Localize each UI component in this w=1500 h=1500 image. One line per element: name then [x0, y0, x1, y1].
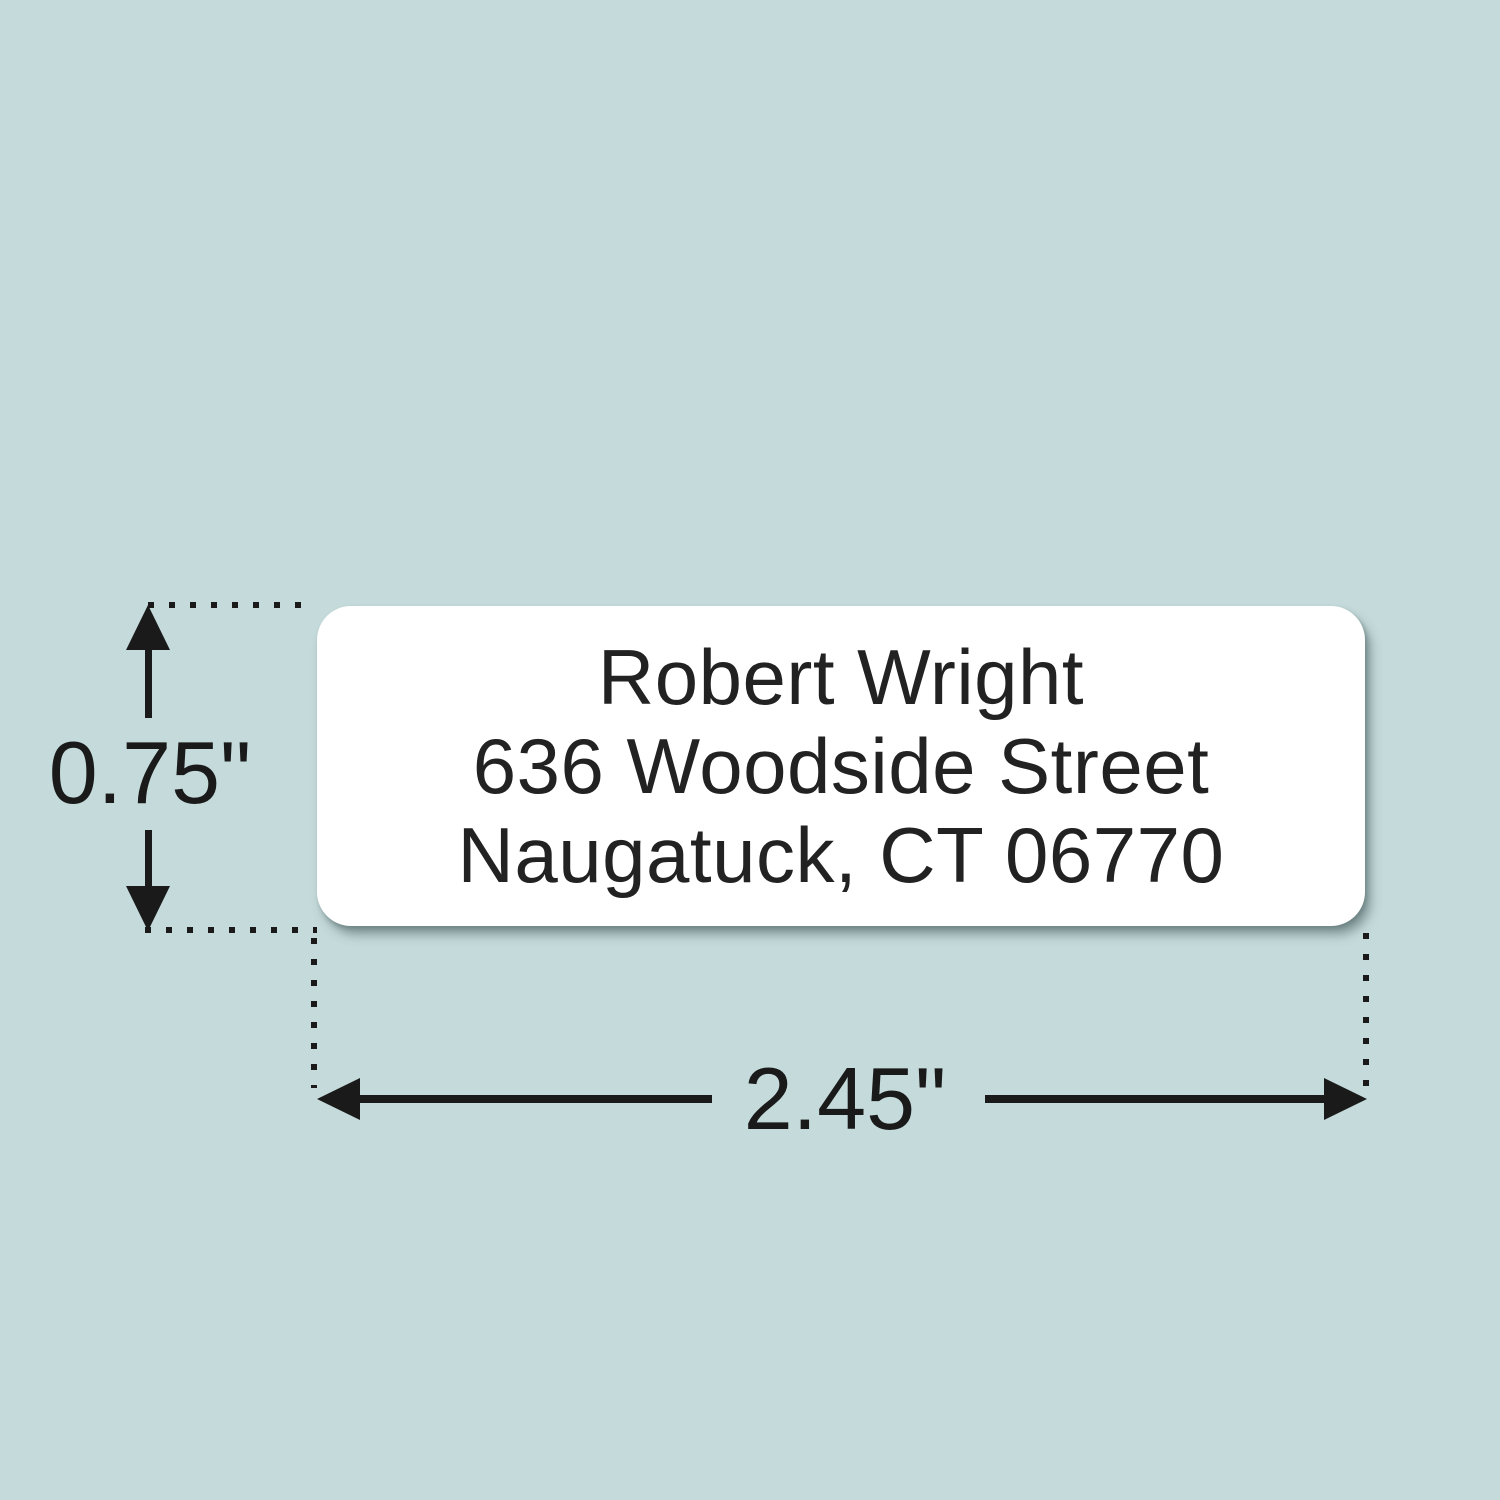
width-extent-line-left — [311, 938, 317, 1088]
right-arrow-shaft — [985, 1095, 1325, 1103]
label-street-line: 636 Woodside Street — [472, 721, 1210, 810]
label-city-line: Naugatuck, CT 06770 — [457, 810, 1225, 899]
height-extent-line-bottom — [145, 927, 317, 933]
height-extent-line-top — [148, 602, 314, 608]
height-dimension-value: 0.75" — [48, 723, 252, 822]
down-arrow-shaft — [145, 830, 152, 888]
up-arrow-icon — [126, 605, 170, 650]
label-name-line: Robert Wright — [597, 632, 1085, 721]
left-arrow-shaft — [358, 1095, 712, 1103]
right-arrow-icon — [1324, 1078, 1367, 1120]
up-arrow-shaft — [145, 648, 152, 718]
address-label: Robert Wright 636 Woodside Street Naugat… — [317, 606, 1365, 926]
down-arrow-icon — [126, 886, 170, 931]
left-arrow-icon — [317, 1078, 360, 1120]
width-extent-line-right — [1363, 933, 1369, 1088]
width-dimension-value: 2.45" — [743, 1049, 947, 1148]
